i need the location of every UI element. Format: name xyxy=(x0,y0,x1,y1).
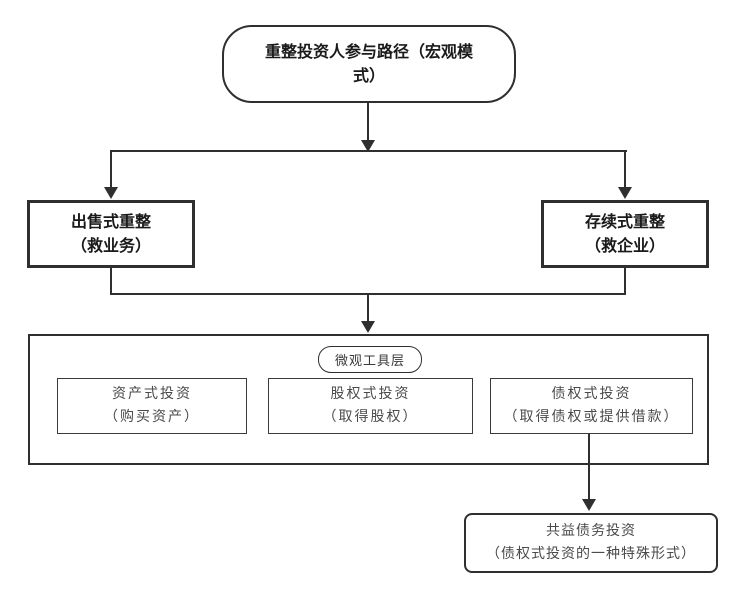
connector-split-bar xyxy=(110,150,627,152)
branch-survival-node: 存续式重整 （救企业） xyxy=(541,200,709,268)
tool-node-asset: 资产式投资 （购买资产） xyxy=(57,378,247,434)
root-node-title: 重整投资人参与路径（宏观模式） xyxy=(264,42,473,85)
branch-sale-node: 出售式重整 （救业务） xyxy=(27,200,195,268)
connector-root-stem xyxy=(367,103,369,141)
tool-asset-line2: （购买资产） xyxy=(104,409,200,425)
branch-sale-line1: 出售式重整 xyxy=(70,212,151,231)
tool-node-debt: 债权式投资 （取得债权或提供借款） xyxy=(490,378,693,434)
connector-debt-stem xyxy=(588,434,590,500)
tool-debt-line2: （取得债权或提供借款） xyxy=(503,409,680,425)
arrow-down-toolbox-icon xyxy=(361,321,375,333)
connector-sale-down xyxy=(110,268,112,295)
tool-asset-line1: 资产式投资 xyxy=(112,386,192,402)
tool-node-equity: 股权式投资 （取得股权） xyxy=(268,378,473,434)
branch-sale-line2: （救业务） xyxy=(70,236,151,255)
arrow-down-sale-icon xyxy=(104,187,118,199)
tool-debt-line1: 债权式投资 xyxy=(551,386,632,402)
toolbox-label: 微观工具层 xyxy=(318,346,422,373)
connector-merge-stem xyxy=(367,293,369,322)
branch-survival-line1: 存续式重整 xyxy=(584,212,665,231)
tool-equity-line1: 股权式投资 xyxy=(330,386,411,402)
special-line2: （债权式投资的一种特殊形式） xyxy=(486,546,696,562)
special-line1: 共益债务投资 xyxy=(546,523,636,539)
arrow-down-root-icon xyxy=(361,140,375,152)
connector-split-left-drop xyxy=(110,150,112,188)
connector-survival-down xyxy=(624,268,626,295)
root-node: 重整投资人参与路径（宏观模式） xyxy=(222,25,516,103)
special-node: 共益债务投资 （债权式投资的一种特殊形式） xyxy=(464,513,718,573)
tool-equity-line2: （取得股权） xyxy=(322,409,419,425)
toolbox-container xyxy=(28,334,709,465)
branch-survival-line2: （救企业） xyxy=(584,236,665,255)
connector-split-right-drop xyxy=(624,150,626,188)
toolbox-label-text: 微观工具层 xyxy=(334,354,405,369)
arrow-down-survival-icon xyxy=(618,187,632,199)
arrow-down-special-icon xyxy=(582,499,596,511)
